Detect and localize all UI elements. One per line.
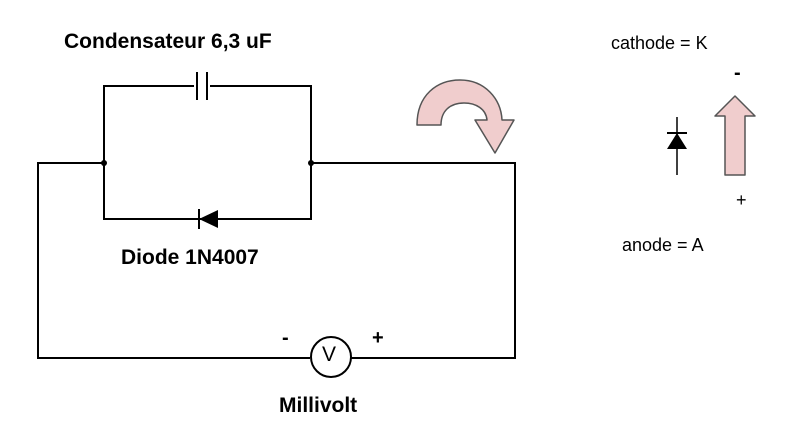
voltmeter-icon <box>310 336 352 378</box>
legend-diode-icon <box>667 117 687 175</box>
anode-label: anode = A <box>622 235 704 255</box>
capacitor-icon <box>194 72 210 100</box>
left-outer-wire <box>37 162 310 359</box>
capacitor-branch-left-wire <box>103 85 197 163</box>
diode-icon <box>198 209 218 229</box>
arrow-plus-sign: + <box>736 190 747 210</box>
meter-label: Millivolt <box>279 394 358 417</box>
circuit-wires <box>37 85 516 359</box>
diode-branch-wire <box>103 163 312 220</box>
capacitor-branch-right-wire <box>207 85 312 163</box>
meter-plus-sign: + <box>372 327 384 349</box>
arrow-minus-sign: - <box>734 62 741 84</box>
diode-label: Diode 1N4007 <box>121 246 259 269</box>
up-arrow-icon <box>714 95 756 176</box>
junction-right <box>308 160 314 166</box>
right-outer-wire <box>311 162 516 359</box>
junction-left <box>101 160 107 166</box>
meter-symbol: V <box>322 343 337 366</box>
cathode-label: cathode = K <box>611 33 708 53</box>
clockwise-curved-arrow-icon <box>416 79 515 154</box>
meter-minus-sign: - <box>282 327 289 349</box>
capacitor-label: Condensateur 6,3 uF <box>64 30 272 53</box>
